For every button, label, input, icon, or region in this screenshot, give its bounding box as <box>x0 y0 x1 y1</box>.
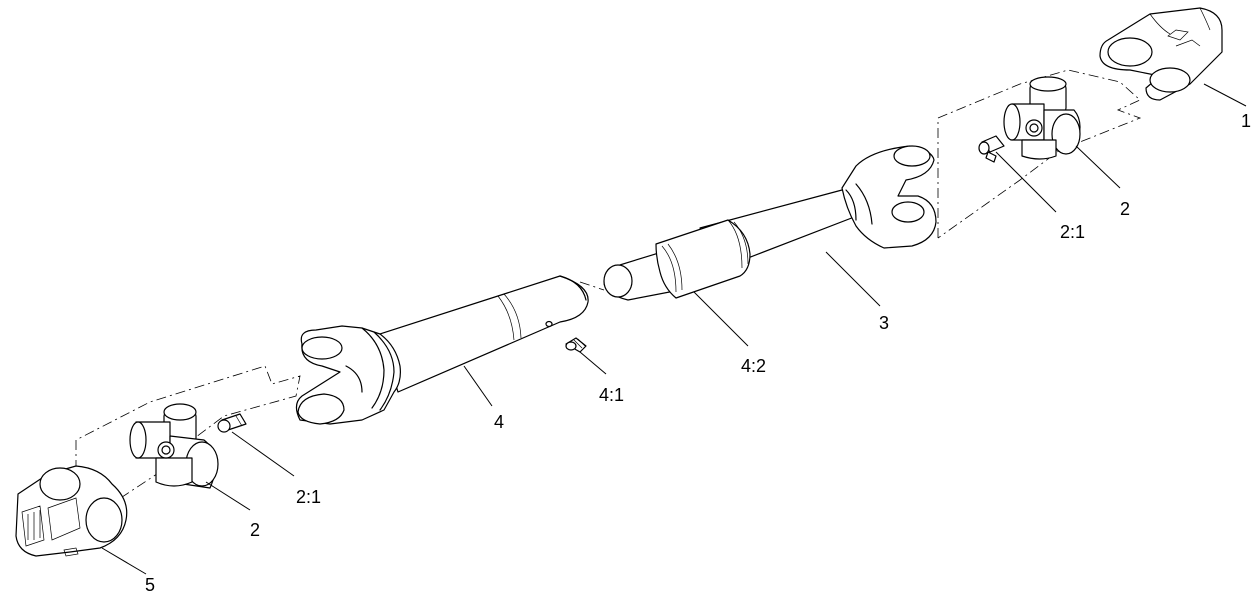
grease-hole <box>545 320 553 328</box>
outer-tube-shaft <box>379 275 589 393</box>
callout-2-1-right: 2:1 <box>1060 222 1085 242</box>
tube-yoke <box>295 325 401 425</box>
callout-2-left: 2 <box>250 520 260 540</box>
callout-labels: 1 2 2:1 3 4:2 4:1 4 2:1 2 5 <box>145 111 1251 595</box>
callout-4: 4 <box>494 412 504 432</box>
leader-lines <box>101 83 1247 575</box>
cross-grease-fitting-right <box>978 135 1005 163</box>
callout-4-1: 4:1 <box>599 385 624 405</box>
callout-3: 3 <box>879 313 889 333</box>
end-yoke-right <box>1099 7 1223 101</box>
universal-cross-left <box>129 403 219 489</box>
inner-shaft-yoke <box>841 145 937 249</box>
universal-cross-right <box>1003 76 1081 160</box>
callout-2-1-left: 2:1 <box>296 487 321 507</box>
end-yoke-left <box>15 465 128 557</box>
callout-5: 5 <box>145 575 155 595</box>
callout-2-right: 2 <box>1120 199 1130 219</box>
cross-grease-fitting-left <box>217 413 247 433</box>
tube-grease-fitting <box>565 337 587 353</box>
callout-4-2: 4:2 <box>741 356 766 376</box>
boot-sleeve <box>655 219 751 299</box>
callout-1: 1 <box>1241 111 1251 131</box>
